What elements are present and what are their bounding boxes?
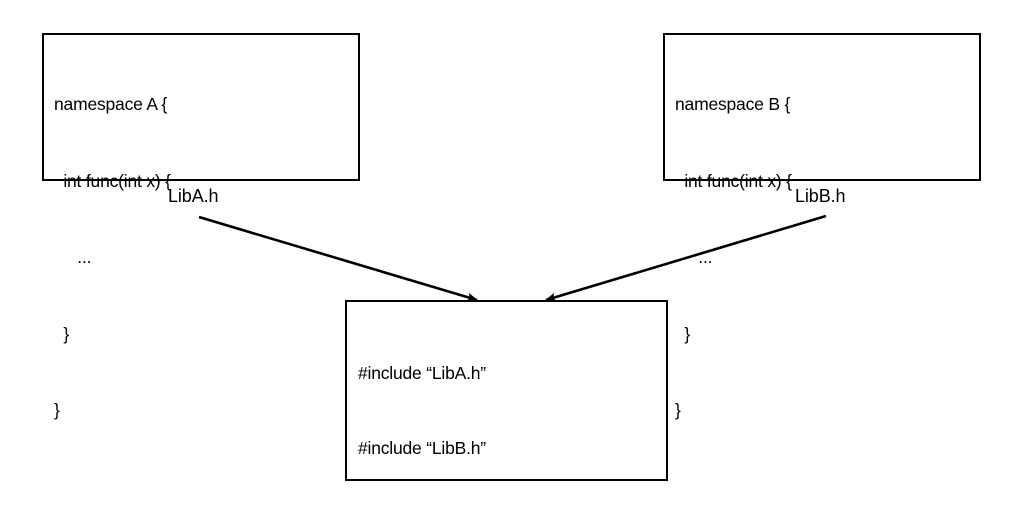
file-label-liba: LibA.h: [168, 186, 219, 206]
code-block-main: #include “LibA.h” #include “LibB.h” int …: [358, 311, 662, 523]
code-line: ...: [54, 247, 92, 267]
code-line: int func(int x) {: [54, 170, 171, 191]
code-line: namespace A {: [54, 94, 168, 114]
code-line: namespace B {: [675, 94, 791, 114]
code-line: #include “LibA.h”: [358, 363, 486, 383]
code-line-blank: [358, 511, 662, 523]
code-line: }: [675, 400, 681, 420]
code-line: }: [54, 323, 69, 344]
file-label-libb: LibB.h: [795, 186, 846, 206]
code-line: }: [54, 400, 60, 420]
code-block-libb: namespace B { int func(int x) { ... } }: [675, 41, 975, 475]
code-line: int func(int x) {: [675, 170, 792, 191]
code-block-liba: namespace A { int func(int x) { ... } }: [54, 41, 354, 475]
code-line: #include “LibB.h”: [358, 438, 486, 458]
code-line: }: [675, 323, 690, 344]
code-box-liba: namespace A { int func(int x) { ... } }: [42, 33, 360, 420]
code-box-libb: namespace B { int func(int x) { ... } }: [663, 33, 981, 420]
code-line: ...: [675, 247, 713, 267]
code-box-main: #include “LibA.h” #include “LibB.h” int …: [345, 300, 668, 481]
